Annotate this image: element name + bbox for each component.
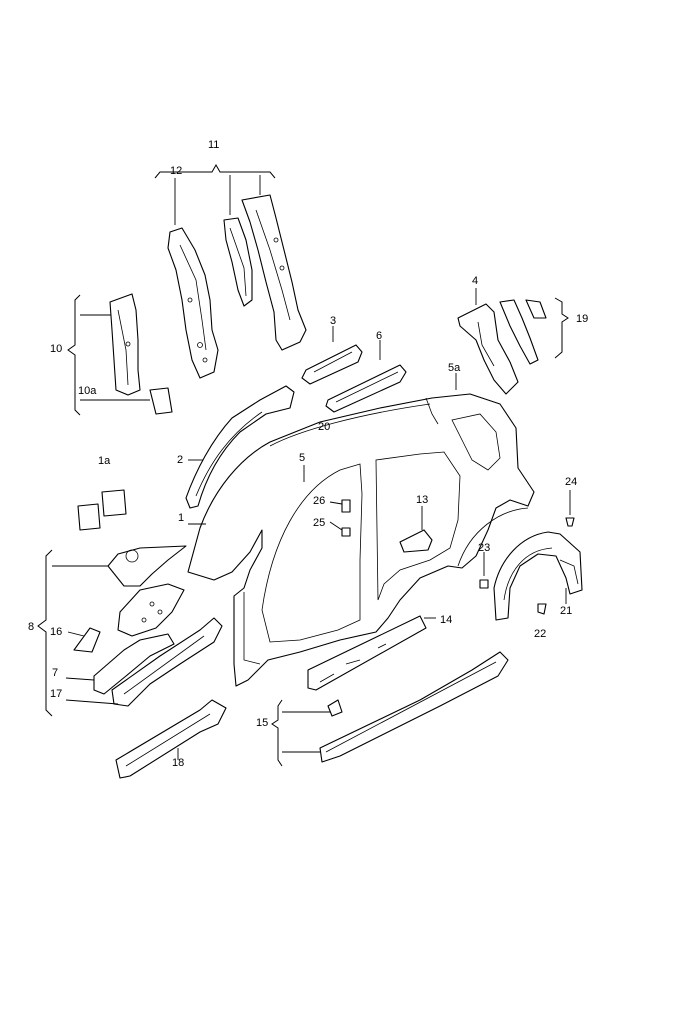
callout-11: 11 [208, 139, 219, 151]
part-15-rocker-panel[interactable] [319, 651, 509, 763]
callout-21: 21 [560, 605, 572, 617]
callout-15: 15 [256, 717, 268, 729]
part-25-bolt[interactable] [341, 527, 351, 537]
brace-15 [271, 699, 283, 767]
callout-22: 22 [534, 628, 546, 640]
part-7-front-rail[interactable] [93, 633, 175, 695]
callout-6: 6 [376, 330, 382, 342]
part-18-sill-reinforcement[interactable] [115, 699, 227, 779]
part-11-pillar-strip[interactable] [223, 217, 253, 307]
callout-10a: 10a [78, 385, 97, 397]
callout-13: 13 [416, 494, 428, 506]
part-19-quarter-trim[interactable] [499, 299, 539, 365]
callout-18: 18 [172, 757, 184, 769]
part-16-bracket[interactable] [73, 627, 101, 653]
part-14-sill-panel[interactable] [307, 615, 427, 691]
part-6-roof-rail[interactable] [325, 364, 407, 413]
callout-20: 20 [318, 421, 330, 433]
brace-8 [37, 549, 53, 717]
callout-7: 7 [52, 667, 58, 679]
part-8-inner-fender[interactable] [117, 583, 185, 637]
part-21-wheel-arch-liner[interactable] [493, 531, 583, 621]
part-1a-patch-a[interactable] [77, 503, 101, 531]
part-2-roof-frame[interactable] [185, 385, 295, 509]
part-11-b-pillar[interactable] [241, 194, 307, 351]
callout-1: 1 [178, 512, 184, 524]
part-4-rear-quarter-inner[interactable] [457, 303, 519, 395]
callout-5a: 5a [448, 362, 461, 374]
callout-1a: 1a [98, 455, 111, 467]
callout-10: 10 [50, 343, 62, 355]
part-1a-patch-b[interactable] [101, 489, 127, 517]
callout-2: 2 [177, 454, 183, 466]
callout-19: 19 [576, 313, 588, 325]
part-26-stud[interactable] [341, 499, 351, 513]
part-15-clip[interactable] [327, 699, 343, 717]
part-24-screw[interactable] [565, 517, 575, 527]
part-3-roof-bracket[interactable] [301, 344, 363, 385]
brace-11 [154, 163, 276, 179]
callout-26: 26 [313, 495, 325, 507]
callout-3: 3 [330, 315, 336, 327]
callout-12: 12 [170, 165, 182, 177]
brace-10 [67, 294, 81, 416]
callout-24: 24 [565, 476, 577, 488]
part-12-a-pillar[interactable] [167, 227, 219, 379]
callout-25: 25 [313, 517, 325, 529]
callout-5: 5 [299, 452, 305, 464]
part-13-bracket[interactable] [399, 529, 433, 553]
callout-4: 4 [472, 275, 478, 287]
callout-23: 23 [478, 542, 490, 554]
part-22-screw[interactable] [537, 603, 547, 615]
part-17-lower-rail[interactable] [111, 617, 223, 707]
part-10a-patch[interactable] [149, 387, 173, 415]
callout-14: 14 [440, 614, 452, 626]
brace-19 [554, 297, 569, 359]
callout-17: 17 [50, 688, 62, 700]
part-8-strut-tower[interactable] [107, 545, 187, 587]
part-19-trim-small[interactable] [525, 299, 547, 319]
callout-16: 16 [50, 626, 62, 638]
part-23-screw[interactable] [479, 579, 489, 589]
callout-8: 8 [28, 621, 34, 633]
